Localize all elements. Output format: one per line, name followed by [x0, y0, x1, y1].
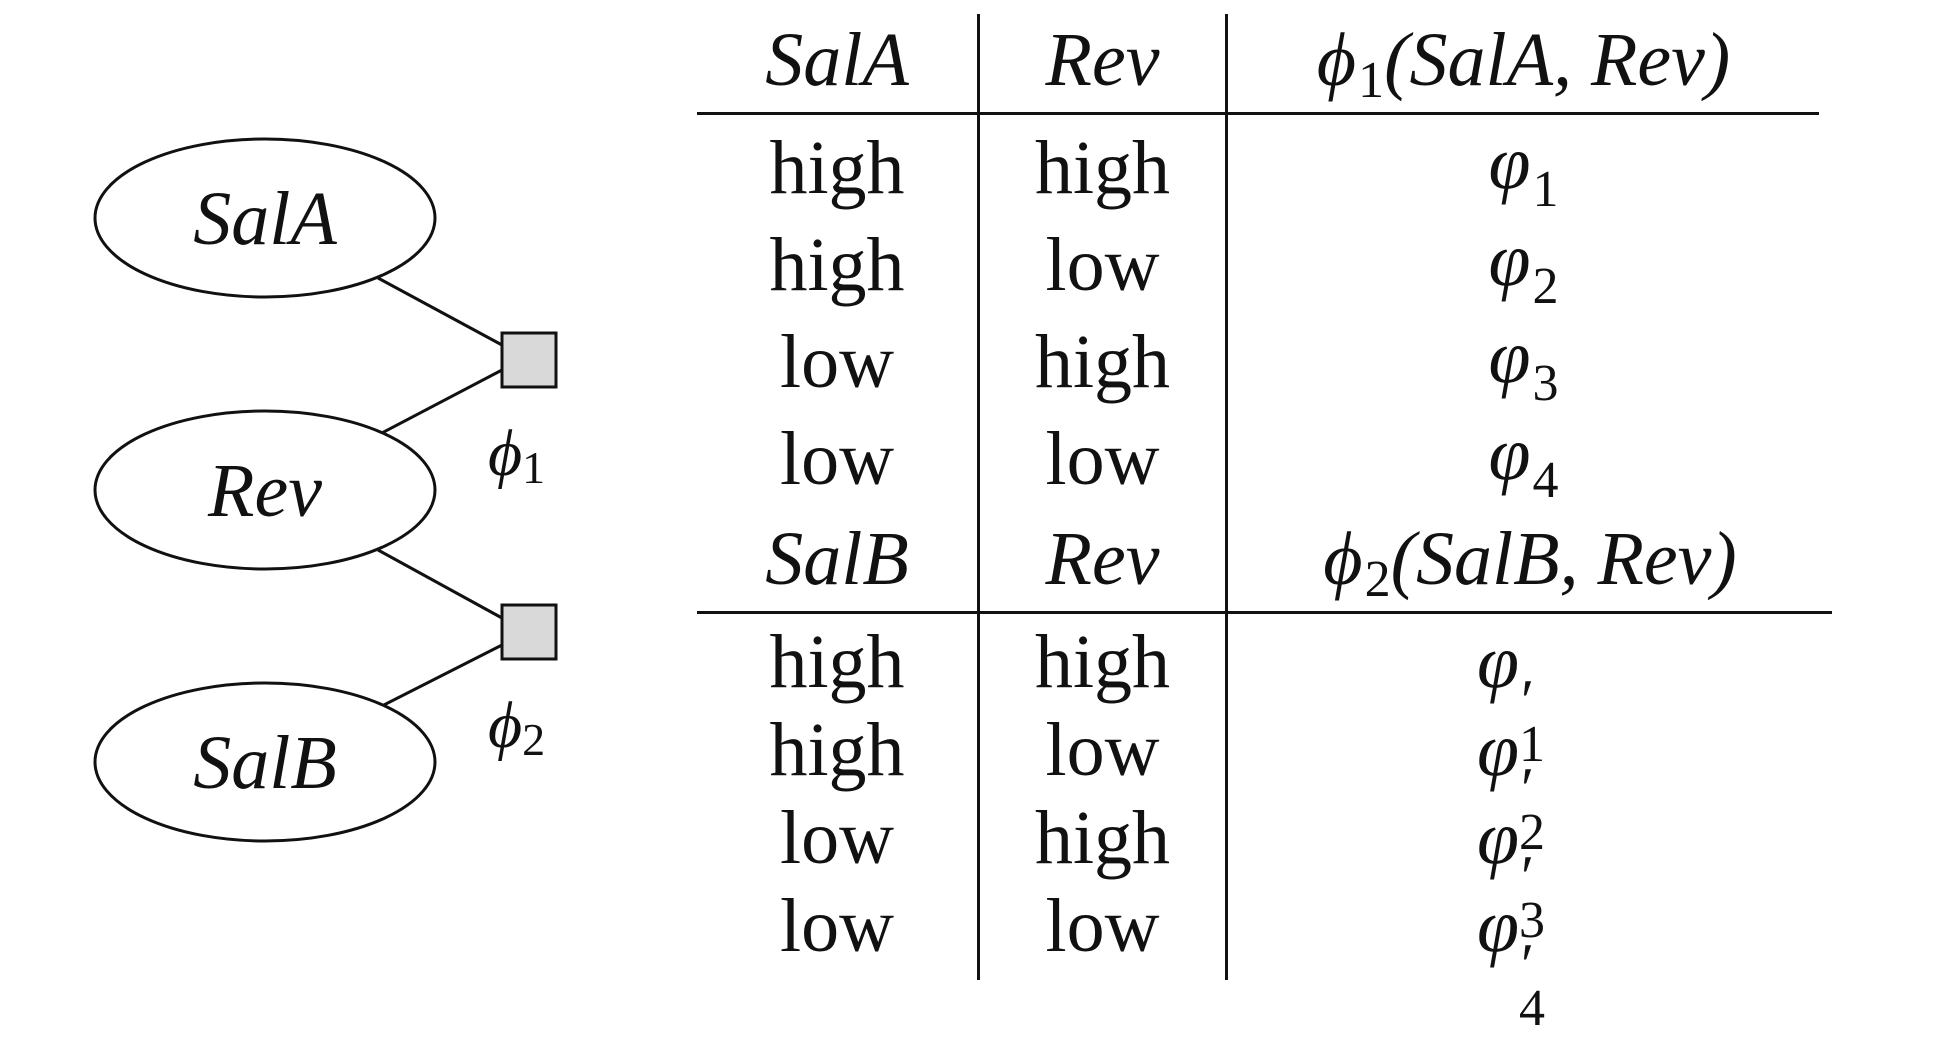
header-rev: Rev — [978, 513, 1228, 614]
cell-salb: low — [697, 794, 980, 882]
cell-potential: φ4 — [1488, 412, 1559, 509]
cell-salb: high — [697, 706, 980, 794]
cell-sala: high — [697, 216, 980, 313]
cell-potential: φ′2 — [1476, 708, 1546, 861]
table-row: low low φ4 — [697, 410, 1819, 517]
edge-salb-phi2 — [377, 643, 503, 710]
cell-potential: φ′3 — [1476, 796, 1546, 949]
header-phi1: ϕ1(SalA, Rev) — [1226, 14, 1819, 115]
node-label-sala: SalA — [193, 177, 337, 261]
edge-rev-phi2 — [377, 548, 503, 620]
cell-salb: high — [697, 612, 980, 706]
cell-rev: high — [978, 113, 1228, 216]
table-row: high low φ2 — [697, 216, 1819, 315]
table-header-row: SalB Rev ϕ2(SalB, Rev) — [697, 513, 1832, 614]
table-row: high high φ′1 — [697, 612, 1832, 773]
table-row: low high φ′3 — [697, 794, 1832, 949]
factor-phi1: ϕ1 — [488, 331, 558, 493]
table-row: low high φ3 — [697, 313, 1819, 412]
header-phi2: ϕ2(SalB, Rev) — [1226, 513, 1832, 614]
table-row: low low φ′4 — [697, 882, 1832, 1037]
cell-potential: φ3 — [1488, 315, 1559, 412]
header-salb: SalB — [697, 513, 980, 614]
node-rev: Rev — [93, 409, 437, 571]
table-row: high high φ1 — [697, 113, 1819, 218]
header-sala: SalA — [697, 14, 980, 115]
cell-sala: low — [697, 410, 980, 517]
node-sala: SalA — [93, 137, 437, 299]
table-row: high low φ′2 — [697, 706, 1832, 861]
edge-sala-phi1 — [377, 276, 503, 347]
factor-label-phi2: ϕ2 — [488, 689, 545, 765]
factor-table-phi2: SalB Rev ϕ2(SalB, Rev) high high φ′1 hig… — [697, 513, 1832, 1037]
cell-rev: low — [978, 882, 1228, 980]
cell-potential: φ2 — [1488, 218, 1559, 315]
table-header-row: SalA Rev ϕ1(SalA, Rev) — [697, 14, 1819, 115]
cell-potential: φ1 — [1488, 121, 1559, 218]
node-label-salb: SalB — [193, 721, 337, 805]
cell-salb: low — [697, 882, 980, 980]
cell-sala: low — [697, 313, 980, 410]
cell-potential: φ′1 — [1476, 620, 1546, 773]
header-rev: Rev — [978, 14, 1228, 115]
cell-rev: high — [978, 313, 1228, 410]
cell-potential: φ′4 — [1476, 884, 1546, 1037]
cell-rev: high — [978, 612, 1228, 706]
factor-graph: SalA Rev SalB ϕ1 ϕ2 — [93, 137, 558, 843]
factor-phi2: ϕ2 — [488, 603, 558, 765]
cell-rev: low — [978, 216, 1228, 313]
factor-table-phi1: SalA Rev ϕ1(SalA, Rev) high high φ1 high… — [697, 14, 1819, 517]
factor-label-phi1: ϕ1 — [488, 417, 545, 493]
cell-rev: low — [978, 410, 1228, 517]
edge-rev-phi1 — [377, 368, 503, 437]
node-label-rev: Rev — [207, 449, 322, 533]
cell-sala: high — [697, 113, 980, 216]
cell-rev: low — [978, 706, 1228, 794]
node-salb: SalB — [93, 681, 437, 843]
cell-rev: high — [978, 794, 1228, 882]
